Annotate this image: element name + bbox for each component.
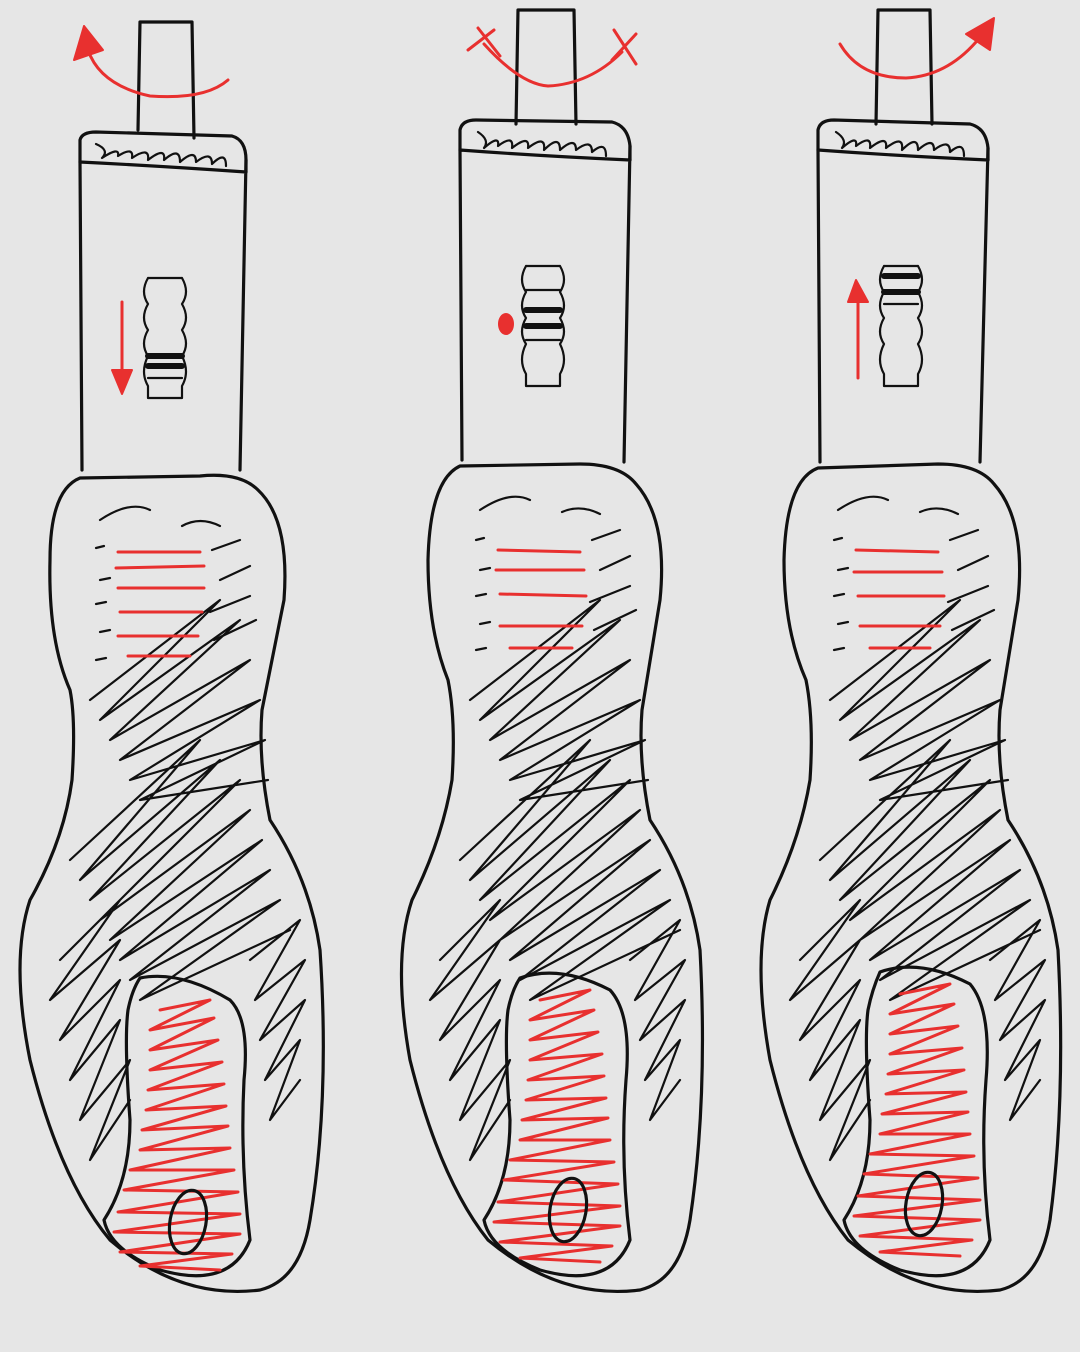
grip-marks [94, 505, 258, 662]
selector-housing [816, 146, 990, 464]
slider-arrow-up-icon [847, 279, 869, 380]
panel-middle [399, 8, 705, 1294]
rotation-arrow-ccw-icon [73, 25, 230, 99]
center-dot-icon [498, 313, 514, 335]
shaft [136, 20, 196, 140]
rotation-lock-icon [466, 26, 638, 88]
grip-marks [474, 495, 638, 652]
collar [458, 118, 632, 162]
collar [816, 118, 990, 162]
hanging-hole [903, 1170, 945, 1238]
grip-pocket [102, 974, 252, 1278]
selector-housing [78, 158, 248, 472]
comfort-lines [114, 550, 206, 658]
hanging-hole [167, 1188, 209, 1256]
grip-hatch [48, 598, 307, 1162]
slider-switch [520, 264, 566, 388]
grip-hatch [428, 598, 687, 1162]
panel-left [18, 20, 325, 1294]
comfort-lines [852, 548, 946, 650]
slider-arrow-down-icon [111, 300, 133, 395]
pocket-scribble [492, 988, 622, 1264]
knurl-hatch [94, 142, 228, 168]
slider-switch [878, 264, 924, 388]
grip-pocket [482, 971, 632, 1278]
knurl-hatch [834, 130, 966, 158]
comfort-lines [494, 548, 588, 650]
shaft [514, 8, 578, 126]
handle [399, 462, 705, 1294]
hanging-hole [547, 1176, 589, 1244]
collar [78, 130, 248, 174]
selector-housing [458, 144, 632, 464]
knurl-hatch [476, 130, 608, 158]
rotation-arrow-cw-icon [838, 17, 995, 80]
grip-pocket [842, 965, 992, 1278]
slider-switch [142, 276, 188, 400]
grip-hatch [788, 598, 1047, 1162]
pocket-scribble [112, 998, 242, 1272]
panel-right [759, 8, 1063, 1294]
grip-marks [832, 495, 996, 652]
shaft [874, 8, 934, 126]
pocket-scribble [852, 982, 982, 1258]
